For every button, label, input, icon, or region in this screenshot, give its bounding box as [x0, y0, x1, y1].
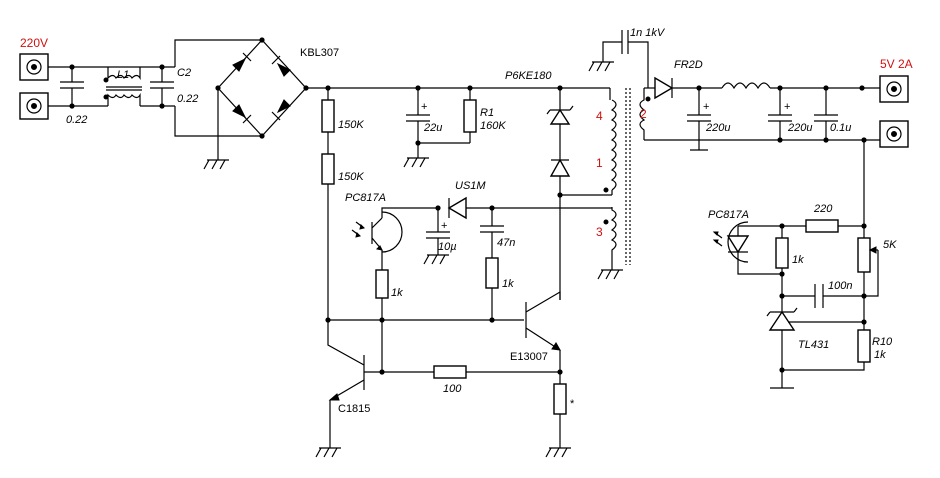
- label-r-sense: *: [570, 398, 575, 410]
- capacitor-out-220u-1: +: [687, 88, 711, 150]
- pin-label-3: 3: [596, 225, 603, 239]
- capacitor-c2: [150, 67, 174, 106]
- resistor-100: [433, 365, 467, 379]
- pin-label-4: 4: [596, 109, 603, 123]
- transformer: [603, 88, 651, 265]
- label-tvs: P6KE180: [505, 70, 552, 82]
- capacitor-out-0u1: [814, 88, 838, 140]
- resistor-1k-secondary: [775, 226, 789, 296]
- potentiometer-5k: [857, 226, 879, 297]
- label-fr2d: FR2D: [674, 59, 703, 71]
- ac-input-terminal-top: [19, 53, 49, 81]
- pin-label-2: 2: [640, 107, 647, 121]
- ac-input-terminal-bottom: [19, 92, 49, 120]
- label-r-1k-opto: 1k: [391, 287, 403, 299]
- bridge-rectifier-kbl307: [217, 39, 307, 137]
- capacitor-x-input: [60, 67, 84, 106]
- label-r-150k-bottom: 150K: [338, 171, 364, 183]
- pin-label-1: 1: [596, 156, 603, 170]
- resistor-1k-opto: [375, 269, 389, 372]
- svg-text:+: +: [441, 220, 447, 232]
- transistor-e13007: [525, 290, 561, 351]
- label-c-out2: 220u: [787, 122, 812, 134]
- label-c-y: 1n 1kV: [630, 27, 666, 39]
- svg-text:+: +: [784, 101, 790, 113]
- label-pot-5k: 5K: [883, 239, 897, 251]
- diode-sf28: [549, 148, 571, 195]
- capacitor-100n: [814, 284, 824, 308]
- label-c-out1: 220u: [705, 122, 730, 134]
- label-r10-value: 1k: [874, 349, 886, 361]
- label-c-22u: 22u: [423, 122, 442, 134]
- label-r-100: 100: [443, 383, 462, 395]
- capacitor-10u: +: [426, 208, 450, 255]
- label-us1m: US1M: [455, 180, 486, 192]
- label-r-1k-base: 1k: [502, 278, 514, 290]
- label-tl431: TL431: [798, 339, 829, 351]
- label-c-10u: 10µ: [438, 241, 457, 253]
- optocoupler-pc817a-secondary: [712, 221, 750, 263]
- label-opto-primary: PC817A: [345, 192, 386, 204]
- dc-output-terminal-plus: [879, 75, 909, 103]
- svg-text:+: +: [421, 101, 427, 113]
- resistor-current-sense: [553, 372, 567, 448]
- label-c-out3: 0.1u: [830, 122, 851, 134]
- label-r1: R1: [480, 107, 494, 119]
- label-c2: C2: [177, 67, 191, 79]
- label-r10: R10: [872, 336, 893, 348]
- resistor-1k-base: [485, 257, 499, 320]
- resistor-220: [805, 219, 839, 233]
- label-r-220: 220: [813, 203, 833, 215]
- label-c1815: C1815: [338, 403, 370, 415]
- label-c-100n: 100n: [828, 280, 852, 292]
- label-c2-value: 0.22: [177, 93, 198, 105]
- choke-l1: [103, 66, 142, 106]
- capacitor-out-220u-2: +: [768, 88, 792, 140]
- svg-text:+: +: [703, 101, 709, 113]
- label-r1-value: 160K: [480, 120, 506, 132]
- label-r-1k-sec: 1k: [792, 254, 804, 266]
- label-input-voltage: 220V: [20, 36, 48, 50]
- resistor-150k-bottom: [321, 153, 335, 320]
- label-c-input: 0.22: [66, 114, 87, 126]
- capacitor-y-1n: [602, 30, 649, 88]
- optocoupler-pc817a-primary: [351, 211, 403, 253]
- tvs-diode-p6ke180: [546, 88, 574, 148]
- resistor-r10-1k: [781, 322, 871, 388]
- label-r-150k-top: 150K: [338, 119, 364, 131]
- inductor-output: [721, 82, 771, 90]
- dc-output-terminal-minus: [879, 120, 909, 148]
- diode-fr2d: [654, 76, 674, 100]
- transistor-c1815: [327, 320, 365, 401]
- shunt-regulator-tl431: [766, 296, 864, 370]
- label-choke: L1: [117, 69, 129, 81]
- label-output-voltage: 5V 2A: [880, 57, 913, 71]
- label-c-47n: 47n: [497, 237, 515, 249]
- capacitor-22u: +: [406, 88, 430, 143]
- label-opto-secondary: PC817A: [708, 209, 749, 221]
- resistor-r1-160k: [463, 88, 477, 143]
- resistor-150k-top: [321, 88, 335, 154]
- label-bridge: KBL307: [300, 47, 339, 59]
- diode-us1m: [447, 196, 467, 220]
- label-e13007: E13007: [510, 351, 548, 363]
- capacitor-47n: [480, 208, 504, 258]
